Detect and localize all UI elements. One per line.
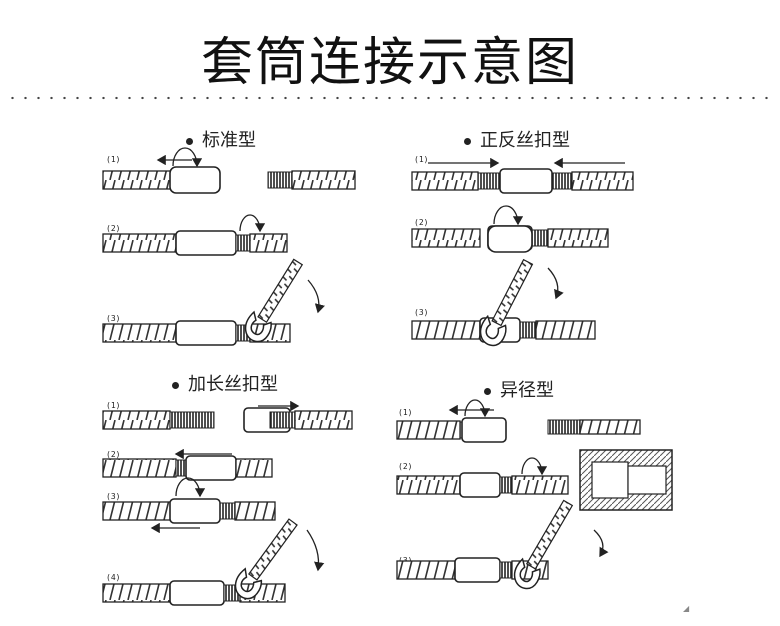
rotation-arrow [172,147,203,168]
wrench-handle [491,258,534,327]
rebar-thread [531,229,549,247]
step-label: (2) [414,218,429,227]
coupler-sleeve [454,557,501,583]
label-reducing-text: 异径型 [500,380,554,401]
coupler-sleeve [499,168,553,194]
rebar [411,320,481,340]
bullet-icon [484,387,491,395]
bullet-icon [186,137,193,145]
rotation-arrow [521,457,548,476]
step-label: (1) [398,408,413,417]
label-standard: 标准型 [186,126,256,152]
step-label: (4) [106,573,121,582]
step-label: (2) [106,450,121,459]
coupler-sleeve [169,498,221,524]
coupler-sleeve [459,472,501,498]
wrench-head [244,310,272,343]
coupler-sleeve [169,166,221,194]
wrench-icon [244,258,304,343]
rebar [411,228,481,248]
wrench-handle [257,258,304,323]
coupler-sleeve [487,225,533,253]
rebar-thread [169,411,215,429]
wrench-head [479,314,507,347]
rotation-arrow [239,214,266,233]
step-label: (2) [398,462,413,471]
label-reverse: 正反丝扣型 [464,126,570,152]
rebar-thread [219,502,236,520]
rebar [571,171,634,191]
rebar-thread [269,411,296,429]
rebar [396,560,456,580]
rebar [547,228,609,248]
swing-arrow [307,279,325,314]
corner-mark: ◢ [683,604,690,613]
rebar [102,583,171,603]
rebar [102,410,171,430]
wrench-handle [248,518,298,581]
rebar-thread [551,172,573,190]
dotted-divider [6,96,774,100]
swing-arrow [547,267,564,300]
wrench-head [234,567,263,600]
rebar [102,458,177,478]
coupler-sleeve [175,230,237,256]
rebar [102,323,177,343]
wrench-icon [234,518,298,600]
label-reducing: 异径型 [484,376,554,402]
rebar [396,420,461,440]
wrench-icon [479,258,534,347]
wrench-icon [513,499,574,590]
swing-arrow [306,529,325,572]
rebar-thread [547,419,581,435]
coupler-sleeve [175,320,237,346]
rebar [102,233,177,253]
step-label: (3) [414,308,429,317]
step-label: (3) [106,314,121,323]
rebar-thread [519,321,537,339]
wrench-head [513,557,541,590]
step-label: (1) [414,155,429,164]
rebar-thread [499,476,513,494]
rebar-thread [267,171,293,189]
step-label: (1) [106,155,121,164]
wrench-handle [525,499,574,570]
rebar [249,233,288,253]
label-extended-text: 加长丝扣型 [188,374,278,395]
rotation-arrow [493,205,524,226]
page-title: 套筒连接示意图 [200,33,579,93]
rebar [291,170,356,190]
coupler-sleeve [169,580,225,606]
rebar [235,458,273,478]
step-label: (3) [106,492,121,501]
rebar [234,501,276,521]
rebar [535,320,596,340]
rebar [294,410,353,430]
rebar [579,419,641,435]
rotation-arrow [175,477,206,498]
label-extended: 加长丝扣型 [172,370,278,396]
rebar-thread [235,234,251,252]
step-label: (1) [106,401,121,410]
rebar [511,475,569,495]
bullet-icon [172,381,179,389]
rebar [102,501,177,521]
rebar [102,170,179,190]
swing-arrow [593,529,609,558]
bullet-icon [464,137,471,145]
label-standard-text: 标准型 [202,130,256,151]
coupler-sleeve [185,455,237,481]
coupler-sleeve [461,417,507,443]
step-label: (2) [106,224,121,233]
label-reverse-text: 正反丝扣型 [480,130,570,151]
rebar-thread [499,561,513,579]
bore-large [591,461,629,499]
rebar [411,171,479,191]
rebar-thread [477,172,501,190]
rebar [396,475,461,495]
rotation-arrow [464,399,491,418]
bore-small [627,465,667,495]
